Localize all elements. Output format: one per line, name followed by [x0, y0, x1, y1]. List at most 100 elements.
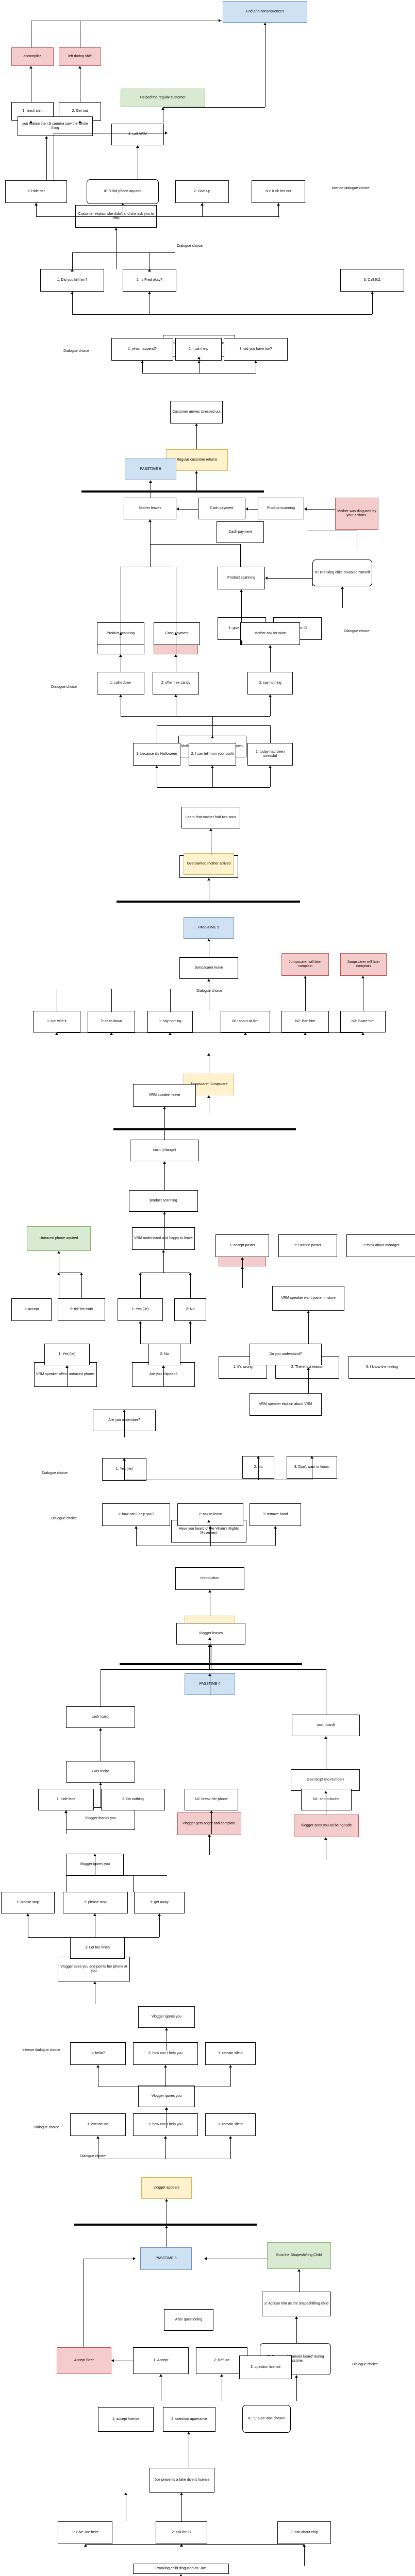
flow-node-calm_down_2[interactable]: 2: calm down	[88, 1011, 135, 1032]
flow-node-vlogger_ignores_3[interactable]: Vlogger igores you	[138, 2086, 195, 2107]
flow-node-tell_from_outfit[interactable]: 2: I can tell from your outfit	[189, 743, 236, 766]
flow-node-gas_recipt[interactable]: Gas recipt	[66, 1761, 135, 1783]
flow-node-question_license[interactable]: 3: question license	[239, 2355, 292, 2379]
flow-node-excuse_me[interactable]: 1: excuse me	[70, 2113, 126, 2136]
flow-node-tell_the_truth[interactable]: 2: tell the truth	[58, 1298, 105, 1321]
flow-node-run_with_it[interactable]: 1: run with it	[33, 1011, 80, 1032]
flow-node-give_up[interactable]: 2: Give up	[175, 180, 229, 203]
flow-node-vlogger_appears[interactable]: vlogger appears	[141, 2177, 192, 2199]
flow-node-accept_license[interactable]: 1: accept license	[98, 2407, 154, 2432]
flow-node-overworked_mother[interactable]: Overowrked mother arrived	[184, 853, 234, 875]
flow-node-say_nothing_1[interactable]: 1: say nothing	[147, 1011, 193, 1032]
flow-node-cash_payment_m[interactable]: Cash payment	[198, 498, 245, 519]
flow-node-passtime_5[interactable]: PASSTIME 5	[184, 917, 234, 939]
flow-node-break_her_phone[interactable]: N2: break her phone	[185, 1789, 238, 1810]
flow-node-ask_for_id_2[interactable]: 2: ask for ID	[156, 2521, 207, 2544]
flow-node-vlogger_rude[interactable]: Vlogger sees you as being rude	[294, 1815, 359, 1837]
flow-node-remain_silent_3[interactable]: 3: remain silent	[205, 2113, 256, 2136]
flow-node-kick_her_out[interactable]: N1: Kick her out	[252, 180, 305, 203]
flow-node-vlogger_leaves[interactable]: Vlogger leaves	[176, 1623, 245, 1645]
flow-node-please_stop_2[interactable]: 2: please stop	[63, 1892, 128, 1913]
flow-node-jump_complain_2[interactable]: Jumpscarer will later complain	[340, 953, 387, 976]
flow-node-how_can_i_help_3[interactable]: 2: how can I help you	[133, 2113, 198, 2136]
flow-node-camera_saw[interactable]: you realise the I.S camera saw the whole…	[18, 116, 93, 136]
flow-node-vrm_understand[interactable]: VRM understand and happy to leave	[132, 1227, 195, 1250]
flow-node-introduction_v[interactable]: introduction	[175, 1567, 244, 1590]
flow-node-yes_lie_2[interactable]: 1: Yes (lie)	[44, 1344, 90, 1365]
flow-node-did_you_kill[interactable]: 1: Did you kill him?	[40, 269, 104, 292]
flow-node-after_questioning[interactable]: After questioning	[164, 2309, 213, 2331]
flow-node-vrm_speaker_leave[interactable]: VRM speaker leave	[133, 1084, 196, 1107]
flow-node-give_joe_beer[interactable]: 1: Give Joe beer	[58, 2521, 112, 2544]
flow-node-how_can_i_help_2[interactable]: 2: how can I help you	[133, 2042, 198, 2065]
flow-node-passtime_3[interactable]: PASSTIME 3	[140, 2247, 192, 2270]
flow-node-vlogger_thanks[interactable]: Vlogger thanks you	[66, 1807, 135, 1830]
flow-node-no_2[interactable]: 2: No	[174, 1298, 206, 1321]
flow-node-learn_two_sons[interactable]: Learn that mother had two sons	[181, 807, 240, 828]
flow-node-because_halloween[interactable]: 1: because it's Halloween	[133, 743, 180, 766]
flow-node-end_consequences[interactable]: End and consequences	[223, 1, 307, 23]
flow-node-cash_card_1[interactable]: cash (card)	[66, 1706, 135, 1728]
flow-node-ask_about_chip[interactable]: 3: ask about chip	[277, 2521, 331, 2544]
flow-node-joe_fake_license[interactable]: Joe presents a fake diver's license	[150, 2468, 214, 2493]
flow-node-please_stop_1[interactable]: 1: please stop	[1, 1892, 55, 1913]
flow-node-is_fred_okay[interactable]: 2: Is Fred okay?	[123, 269, 176, 292]
flow-node-hello[interactable]: 1: hello?	[70, 2042, 126, 2065]
flow-node-hide_face[interactable]: 1: hide face	[38, 1789, 94, 1810]
flow-node-remain_silent_2[interactable]: 3: remain silent	[205, 2042, 256, 2065]
flow-node-cust_arrives_stressed[interactable]: Customer arrives stressed out	[170, 401, 223, 423]
flow-node-vlogger_points_phone[interactable]: Vlogger sees you and points her phone at…	[58, 1957, 130, 1981]
flow-node-accept_1b[interactable]: 1: Accept	[133, 2347, 189, 2374]
flow-node-know_the_feeling[interactable]: 3: I know the feeling	[348, 1356, 415, 1379]
flow-node-hide_her[interactable]: 1: Hide her	[5, 180, 67, 203]
flow-node-call_911[interactable]: 3: Call 911	[340, 269, 404, 292]
flow-node-today_stressful[interactable]: 1: today had been stressful	[247, 743, 293, 766]
flow-node-scare_him[interactable]: N3: Scare him	[340, 1011, 386, 1032]
flow-node-let_her_finish[interactable]: 1: Let her finish	[70, 1937, 125, 1959]
flow-node-accept_poster[interactable]: 1: accept poster	[215, 1234, 269, 1257]
flow-node-accomplice[interactable]: accomplice	[11, 47, 54, 66]
flow-node-yes_lie_1[interactable]: 1: Yes (lie)	[118, 1298, 163, 1321]
flow-node-mother_ask_wine[interactable]: Mother ask for wine	[240, 622, 300, 645]
flow-node-left_during_shift[interactable]: left during shift	[59, 47, 101, 66]
flow-node-mother_leaves[interactable]: Mother leaves	[124, 498, 176, 519]
flow-node-get_away[interactable]: 3: get away	[134, 1892, 185, 1913]
flow-node-gas_recipt_nonum[interactable]: Gas recipt (no number)	[291, 1769, 360, 1791]
flow-node-say_nothing_3[interactable]: 3: say nothing	[247, 672, 293, 694]
flow-node-jump_complain_1[interactable]: Jumpscarer will later complain	[281, 953, 329, 976]
flow-node-passtime_6[interactable]: PASSTIME 6	[125, 459, 176, 480]
flow-node-calm_down_1[interactable]: 1: calm down	[97, 672, 144, 694]
flow-node-decline_poster[interactable]: 2: Decline poster	[278, 1234, 337, 1257]
flow-node-cash_payment_b[interactable]: Cash payment	[217, 521, 264, 543]
flow-node-cash_card_2[interactable]: cash (card)	[292, 1715, 360, 1736]
flow-node-if_gas_chosen[interactable]: IF: '1: Gas' was chosen	[242, 2405, 291, 2433]
flow-node-think_about_manager[interactable]: 3: think about manager	[346, 1234, 415, 1257]
flow-node-accept_1[interactable]: 1: accept	[11, 1298, 52, 1321]
flow-node-helped_regular_customer[interactable]: Helped the regular customer	[121, 89, 205, 107]
flow-node-product_scanning_b[interactable]: Product scanning	[218, 567, 265, 589]
flow-node-product_scanning_m[interactable]: Product scanning	[258, 498, 304, 519]
flow-node-shout_at_him[interactable]: N1: shout at him	[221, 1011, 270, 1032]
flow-node-vrm_explain[interactable]: VRM speaker explain about VRM	[250, 1393, 322, 1416]
flow-node-jumpscarer_leave[interactable]: Jumpscarer leave	[179, 957, 238, 979]
flow-node-if_pranking_child[interactable]: IF: Pranking child revealed himself	[312, 560, 372, 586]
flow-node-did_you_have_fun[interactable]: 3: did you have fun?	[224, 338, 288, 361]
flow-node-untraced_phone[interactable]: Untraced phone aquired	[27, 1226, 91, 1251]
flow-node-accuse_shapeshifting[interactable]: 3: Accuse him as the shapeshifting child	[262, 2292, 331, 2316]
flow-node-if_vrm_phone[interactable]: IF: VRM phone aquired	[87, 179, 159, 204]
flow-node-remove_hood[interactable]: 3: remove hood	[250, 1503, 301, 1526]
flow-node-product_scanning_v[interactable]: product scanning	[129, 1190, 198, 1212]
flow-node-vlogger_angry[interactable]: Vlogger gets angry and complain.	[177, 1812, 241, 1835]
flow-node-accept_beer[interactable]: Accept Beer	[57, 2347, 111, 2374]
flow-node-offer_free_candy[interactable]: 2: offer free candy	[153, 672, 199, 694]
flow-node-do_you_understand[interactable]: Do you understand?	[250, 1344, 322, 1365]
flow-node-mother_disgused[interactable]: Mother was disgused by your actions.	[335, 498, 378, 530]
flow-node-vrm_speaker_want_poster[interactable]: VRM speaker want poster in store	[272, 1286, 344, 1311]
flow-node-regular_customer_returns[interactable]: Regular customer returns	[166, 449, 228, 471]
flow-node-cash_change_v[interactable]: cash (change)	[130, 1140, 199, 1161]
flow-node-do_nothing[interactable]: 2: Do nothing	[101, 1789, 165, 1810]
flow-node-pranking_child_joe[interactable]: Pranking child disgused as 'Joe'	[133, 2564, 229, 2574]
flow-node-refuse[interactable]: 2: Refuse	[196, 2347, 247, 2374]
flow-node-question_apperance[interactable]: 2: question apperance	[163, 2407, 215, 2432]
flow-node-ban_him[interactable]: N2: Ban him	[281, 1011, 329, 1032]
